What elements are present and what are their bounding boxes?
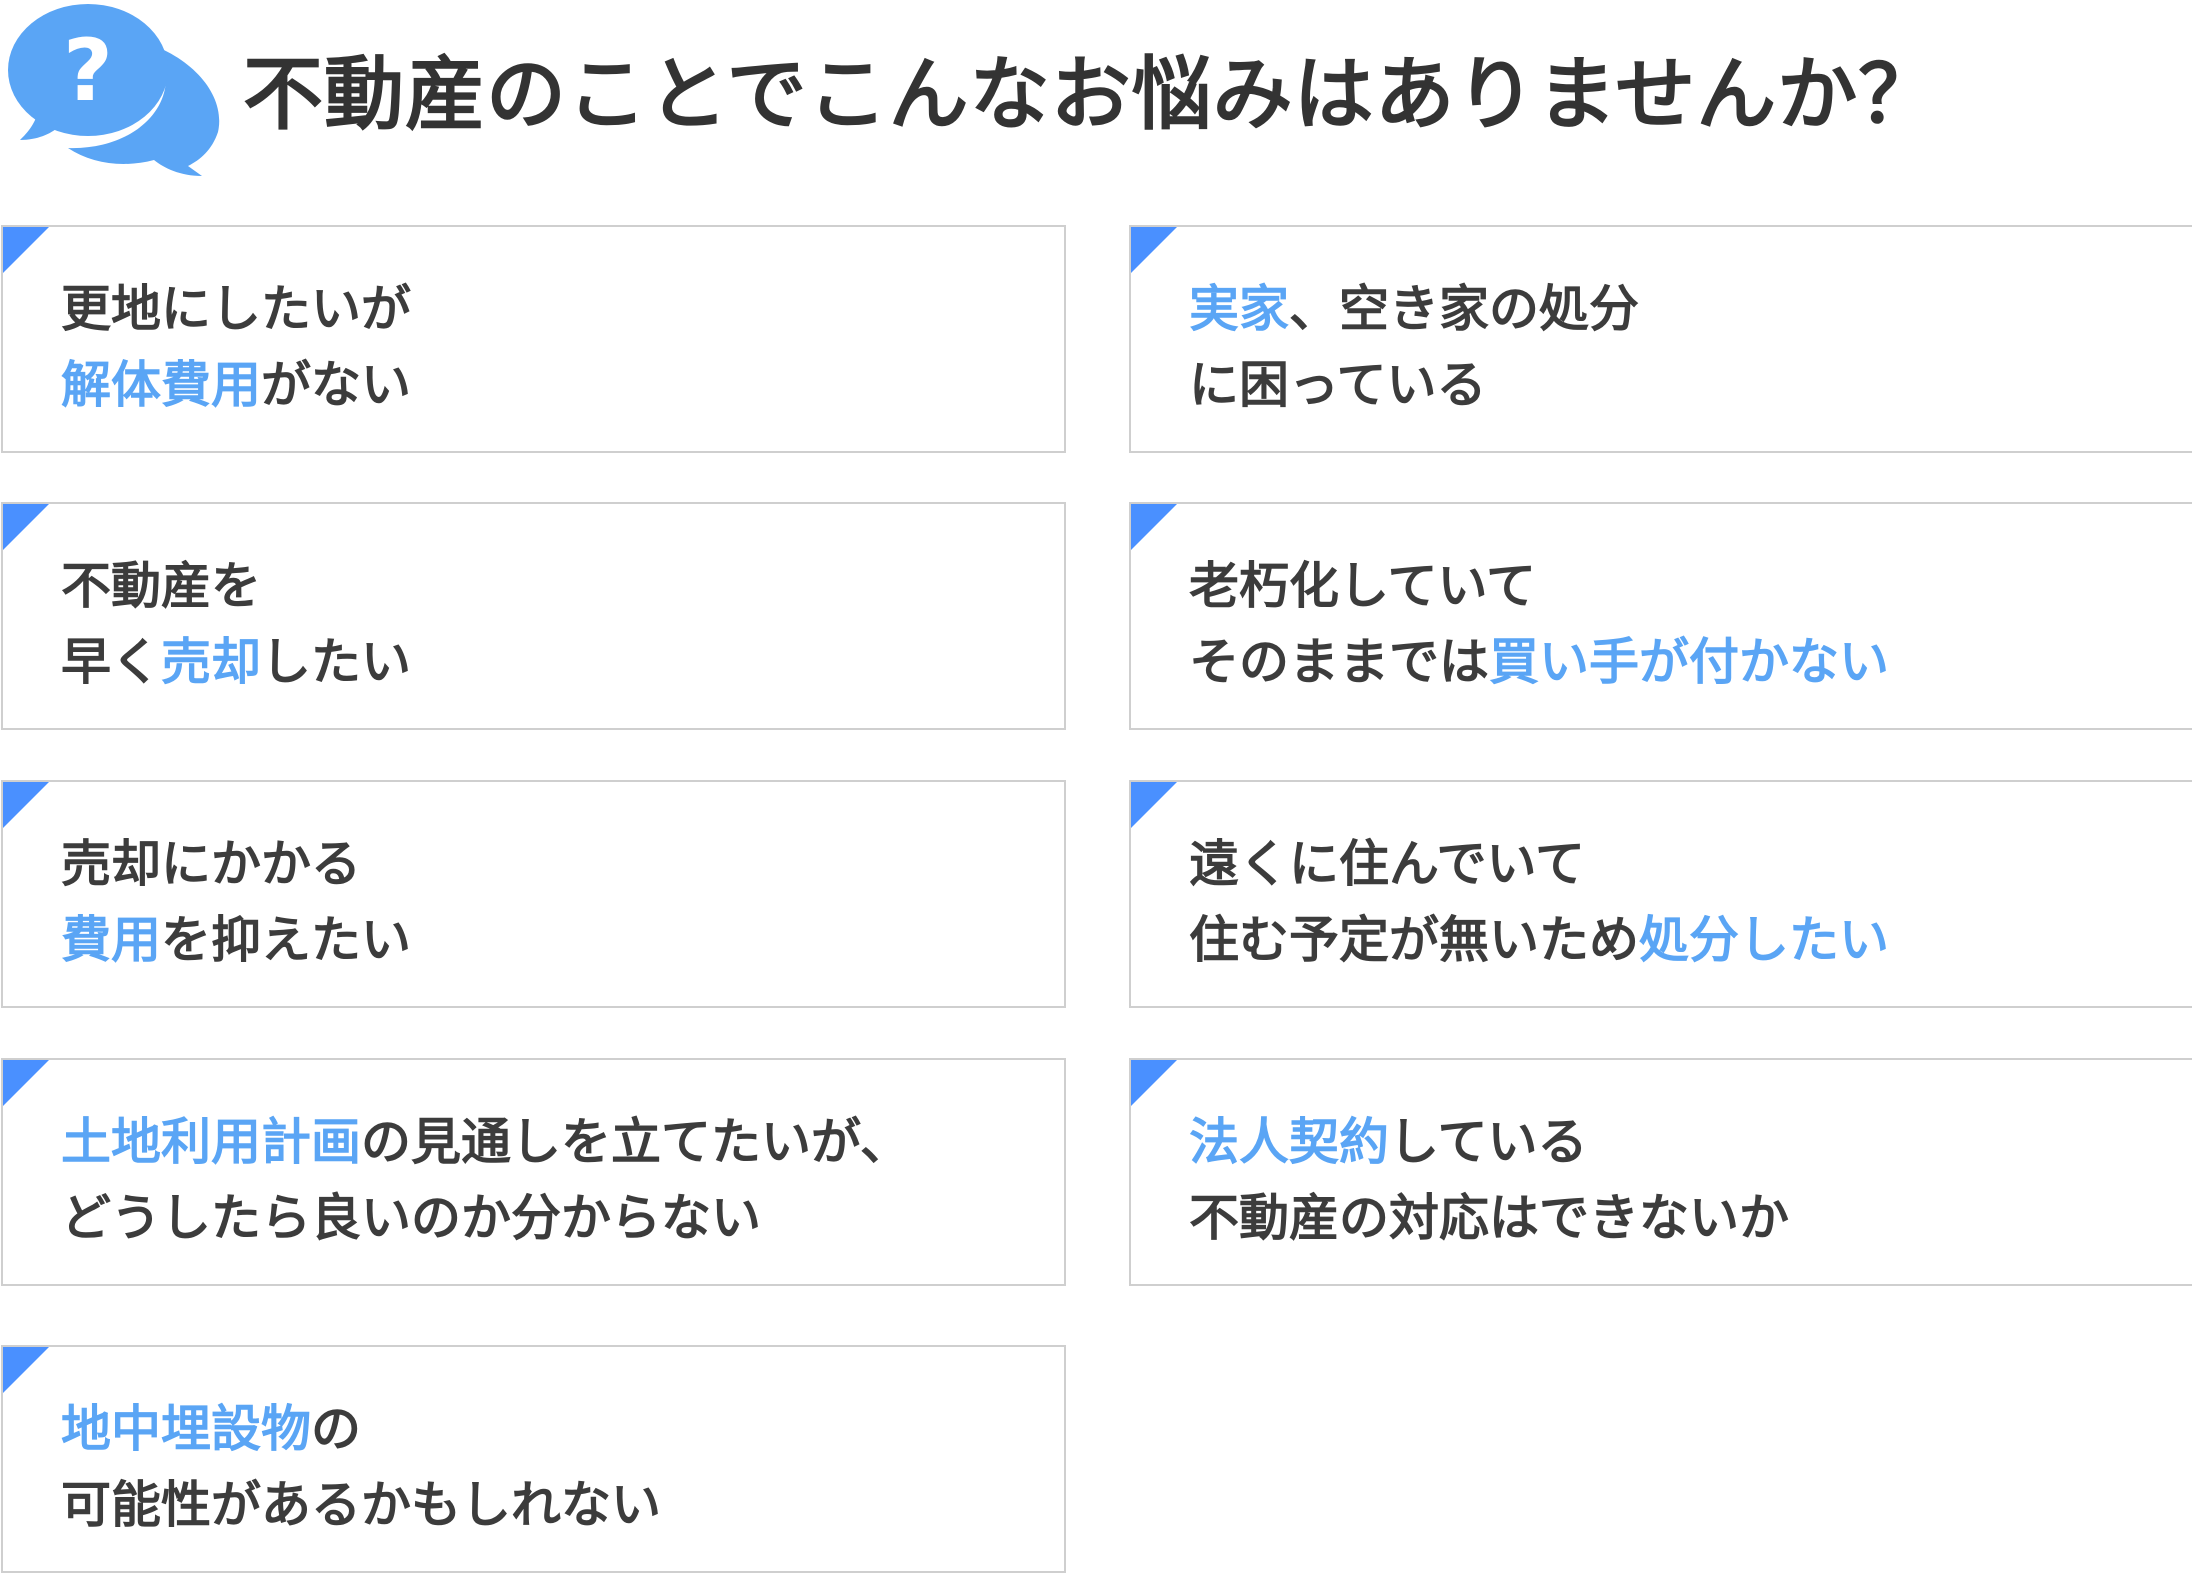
card-line: 法人契約している: [1189, 1104, 1789, 1180]
card-line: そのままでは買い手が付かない: [1189, 624, 1889, 700]
card-text: している: [1389, 1113, 1588, 1171]
card-line: 費用を抑えたい: [61, 902, 411, 978]
card-line: に困っている: [1189, 347, 1639, 423]
concern-card-1: 更地にしたいが 解体費用がない: [1, 225, 1066, 453]
card-text: に困っている: [1189, 356, 1487, 414]
card-line: 不動産の対応はできないか: [1189, 1180, 1789, 1256]
card-text: 売却にかかる: [61, 835, 361, 893]
card-text: そのままでは: [1189, 633, 1489, 691]
concern-card-7: 土地利用計画の見通しを立てたいが、 どうしたら良いのか分からない: [1, 1058, 1066, 1286]
card-line: 早く売却したい: [61, 624, 411, 700]
card-line: 地中埋設物の: [61, 1391, 661, 1467]
card-text: 住む予定が無いため: [1189, 911, 1639, 969]
card-highlight-text: 解体費用: [61, 356, 261, 414]
card-text: がない: [261, 356, 411, 414]
card-text: の見通しを立てたいが、: [361, 1113, 910, 1171]
card-text: 不動産を: [61, 557, 261, 615]
corner-accent: [3, 782, 49, 828]
card-highlight-text: 買い手が付かない: [1489, 633, 1889, 691]
card-line: 不動産を: [61, 548, 411, 624]
card-line: 可能性があるかもしれない: [61, 1467, 661, 1543]
concern-card-3: 不動産を 早く売却したい: [1, 502, 1066, 730]
corner-accent: [3, 1347, 49, 1393]
card-text: したい: [261, 633, 411, 691]
card-highlight-text: 費用: [61, 911, 161, 969]
card-highlight-text: 地中埋設物: [61, 1400, 311, 1458]
card-line: 遠くに住んでいて: [1189, 826, 1889, 902]
svg-text:?: ?: [63, 21, 113, 121]
page-title: 不動産のことでこんなお悩みはありませんか？: [243, 48, 1940, 141]
card-line: どうしたら良いのか分からない: [61, 1180, 910, 1256]
card-text: どうしたら良いのか分からない: [61, 1189, 761, 1247]
card-line: 解体費用がない: [61, 347, 411, 423]
card-line: 土地利用計画の見通しを立てたいが、: [61, 1104, 910, 1180]
card-text: 可能性があるかもしれない: [61, 1476, 661, 1534]
question-speech-bubbles-icon: ?: [4, 0, 228, 176]
concern-card-2: 実家、空き家の処分 に困っている: [1129, 225, 2192, 453]
card-text: を抑えたい: [161, 911, 411, 969]
corner-accent: [1131, 782, 1177, 828]
card-text: 老朽化していて: [1189, 557, 1536, 615]
card-highlight-text: 売却: [161, 633, 261, 691]
corner-accent: [1131, 504, 1177, 550]
corner-accent: [3, 504, 49, 550]
card-text: 不動産の対応はできないか: [1189, 1189, 1789, 1247]
corner-accent: [3, 227, 49, 273]
card-line: 更地にしたいが: [61, 271, 411, 347]
card-text: 、空き家の処分: [1289, 280, 1639, 338]
card-highlight-text: 処分したい: [1639, 911, 1889, 969]
card-line: 住む予定が無いため処分したい: [1189, 902, 1889, 978]
card-line: 実家、空き家の処分: [1189, 271, 1639, 347]
card-text: の: [311, 1400, 361, 1458]
card-highlight-text: 土地利用計画: [61, 1113, 361, 1171]
card-text: 更地にしたいが: [61, 280, 411, 338]
corner-accent: [1131, 1060, 1177, 1106]
concern-card-6: 遠くに住んでいて 住む予定が無いため処分したい: [1129, 780, 2192, 1008]
concern-card-8: 法人契約している 不動産の対応はできないか: [1129, 1058, 2192, 1286]
card-line: 老朽化していて: [1189, 548, 1889, 624]
card-text: 早く: [61, 633, 161, 691]
corner-accent: [3, 1060, 49, 1106]
concern-card-5: 売却にかかる 費用を抑えたい: [1, 780, 1066, 1008]
corner-accent: [1131, 227, 1177, 273]
card-text: 遠くに住んでいて: [1189, 835, 1585, 893]
card-line: 売却にかかる: [61, 826, 411, 902]
card-highlight-text: 法人契約: [1189, 1113, 1389, 1171]
card-highlight-text: 実家: [1189, 280, 1289, 338]
concern-card-9: 地中埋設物の 可能性があるかもしれない: [1, 1345, 1066, 1573]
concern-card-4: 老朽化していて そのままでは買い手が付かない: [1129, 502, 2192, 730]
